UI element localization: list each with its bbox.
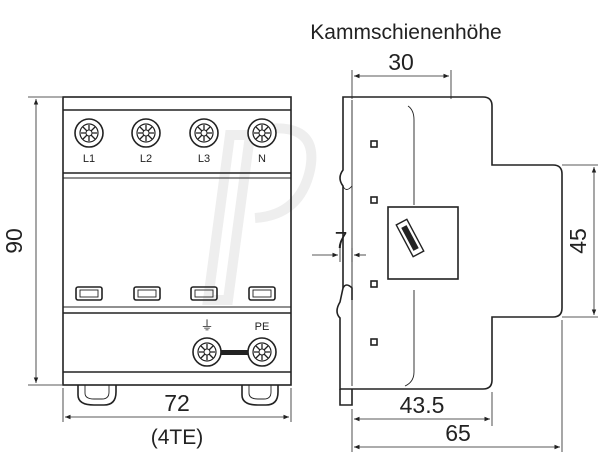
side-hole (370, 280, 378, 288)
indicator-window (75, 286, 103, 301)
side-hole (370, 338, 378, 346)
dimension-rail-width: 45 (565, 228, 591, 254)
watermark (202, 123, 317, 305)
indicator-window (190, 286, 218, 301)
side-hole (370, 140, 378, 148)
terminal-label-l3: L3 (198, 153, 210, 165)
terminal-label-pe: PE (255, 321, 270, 333)
dimension-comb-height: 30 (388, 49, 414, 75)
terminal-label-n: N (258, 153, 266, 165)
dimension-width: 72 (164, 390, 190, 416)
terminal-screw-pe (247, 337, 277, 367)
front-body (62, 96, 292, 386)
terminal-screw-earth (192, 337, 222, 367)
dimension-front-depth: 43.5 (400, 392, 445, 418)
earth-bridge (214, 350, 250, 355)
rail-clip (77, 385, 117, 406)
side-outline (336, 96, 563, 390)
dimensions: 90 72 (4TE) Kammschienenhöhe 30 7 45 43.… (1, 21, 598, 452)
terminal-label-l1: L1 (83, 153, 95, 165)
terminal-screw-l3 (189, 118, 219, 148)
indicator-window (248, 286, 276, 301)
label-plate (387, 206, 459, 280)
terminal-label-l2: L2 (140, 153, 152, 165)
indicator-window (133, 286, 161, 301)
side-hole (370, 196, 378, 204)
rail-clip (241, 385, 279, 406)
dimension-rail-depth: 7 (335, 227, 348, 253)
dimension-height: 90 (1, 228, 27, 254)
dimension-width-units: (4TE) (151, 426, 204, 449)
manufacturer-logo-icon (395, 218, 425, 258)
side-view (336, 96, 563, 406)
earth-symbol-icon: ⏚ (200, 318, 213, 333)
terminal-screw-l2 (131, 118, 161, 148)
dimension-total-depth: 65 (445, 420, 471, 446)
title-comb-height: Kammschienenhöhe (310, 21, 501, 44)
terminal-screw-n (247, 118, 277, 148)
front-view: L1 L2 L3 N ⏚ PE (62, 96, 292, 406)
terminal-screw-l1 (74, 118, 104, 148)
